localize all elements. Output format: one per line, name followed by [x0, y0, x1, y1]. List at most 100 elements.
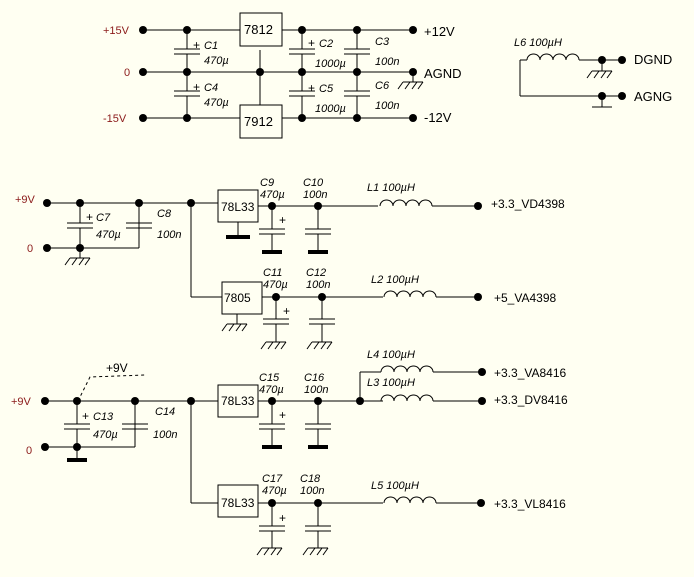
bottom-regulator-section: +9V 0 +9V + C13 470µ C14 100n 78L33 C15 …: [11, 349, 568, 556]
c4-value: 470µ: [204, 97, 229, 109]
svg-text:+: +: [193, 80, 200, 94]
c4-name: C4: [204, 82, 218, 94]
c9-name: C9: [260, 177, 274, 189]
c5-value: 1000µ: [315, 103, 346, 115]
reg-7912-label: 7912: [244, 114, 273, 129]
output-dv8416: +3.3_DV8416: [494, 393, 568, 407]
ground-icon: [221, 323, 248, 332]
svg-text:+: +: [82, 409, 89, 423]
l2-label: L2 100µH: [371, 274, 419, 286]
regulator-78l33-8416: [217, 384, 259, 418]
input-label-zero: 0: [124, 67, 130, 79]
c7-value: 470µ: [96, 229, 121, 241]
c3-name: C3: [375, 36, 390, 48]
l1-label: L1 100µH: [367, 182, 415, 194]
regulator-7812: [239, 12, 283, 47]
c9-value: 470µ: [260, 189, 285, 201]
svg-text:+: +: [308, 81, 315, 95]
ground-icon: [302, 547, 329, 556]
c15-value: 470µ: [259, 384, 284, 396]
inductor-l5: [383, 496, 437, 504]
l3-label: L3 100µH: [367, 377, 415, 389]
c8-value: 100n: [157, 229, 181, 241]
svg-text:+: +: [279, 511, 286, 525]
c6-name: C6: [375, 80, 390, 92]
svg-text:+: +: [308, 36, 315, 50]
c11-value: 470µ: [263, 279, 288, 291]
ground-icon: [306, 341, 333, 350]
c2-name: C2: [319, 38, 333, 50]
reg-78l33-label: 78L33: [221, 200, 255, 214]
svg-text:+: +: [279, 213, 286, 227]
inductor-l3: [380, 394, 434, 402]
input-label-zero: 0: [27, 243, 33, 255]
input-label-9v: +9V: [15, 194, 36, 206]
c17-name: C17: [262, 473, 283, 485]
regulator-78l33-vl8416: [217, 484, 259, 518]
c14-value: 100n: [153, 429, 177, 441]
c7-name: C7: [96, 212, 111, 224]
c5-name: C5: [319, 83, 334, 95]
c14-name: C14: [155, 406, 175, 418]
c3-value: 100n: [375, 56, 399, 68]
c16-name: C16: [304, 372, 325, 384]
output-vl8416: +3.3_VL8416: [494, 497, 566, 511]
reg-7812-label: 7812: [244, 22, 273, 37]
c1-value: 470µ: [204, 55, 229, 67]
l6-label: L6 100µH: [514, 37, 562, 49]
middle-regulator-section: +9V 0 + C7 470µ C8 100n 78L33 C9 470µ + …: [15, 177, 565, 350]
ground-icon: [397, 81, 424, 90]
output-pos12: +12V: [424, 24, 455, 39]
inductor-l4: [380, 365, 434, 373]
inductor-l2: [383, 290, 437, 298]
c11-name: C11: [263, 267, 282, 279]
output-va4398: +5_VA4398: [494, 291, 556, 305]
ground-icon: [586, 70, 613, 79]
regulator-7805: [221, 281, 263, 315]
l4-label: L4 100µH: [367, 349, 415, 361]
regulator-7912: [239, 104, 283, 139]
inductor-l6: [526, 53, 580, 61]
svg-text:+: +: [279, 408, 286, 422]
c2-value: 1000µ: [315, 58, 346, 70]
c12-value: 100n: [306, 279, 330, 291]
output-agng: AGNG: [634, 89, 672, 104]
c15-name: C15: [259, 372, 280, 384]
c17-value: 470µ: [262, 485, 287, 497]
c10-value: 100n: [303, 189, 327, 201]
reg-7805-label: 7805: [224, 291, 251, 305]
inductor-l1: [379, 199, 433, 207]
c12-name: C12: [306, 267, 326, 279]
output-agnd: AGND: [424, 66, 462, 81]
c18-value: 100n: [300, 485, 324, 497]
ground-icon: [64, 257, 91, 266]
input-label-zero: 0: [26, 445, 32, 457]
output-vd4398: +3.3_VD4398: [491, 197, 565, 211]
input-label-pos15: +15V: [103, 25, 130, 37]
input-label-9v: +9V: [11, 396, 32, 408]
output-neg12: -12V: [424, 110, 452, 125]
ground-link-section: L6 100µH DGND AGNG: [514, 37, 672, 108]
l5-label: L5 100µH: [371, 480, 419, 492]
svg-text:+: +: [193, 38, 200, 52]
net-label-leader: [77, 374, 146, 402]
c13-name: C13: [93, 411, 114, 423]
output-va8416: +3.3_VA8416: [494, 366, 567, 380]
svg-text:+: +: [283, 304, 290, 318]
net-label-9v: +9V: [106, 361, 128, 375]
output-dgnd: DGND: [634, 52, 672, 67]
reg-78l33-label: 78L33: [221, 496, 255, 510]
c18-name: C18: [300, 473, 321, 485]
c10-name: C10: [303, 177, 324, 189]
c13-value: 470µ: [93, 429, 118, 441]
ground-icon: [260, 341, 287, 350]
svg-text:+: +: [86, 210, 93, 224]
input-label-neg15: -15V: [103, 113, 127, 125]
c8-name: C8: [157, 208, 172, 220]
reg-78l33-label: 78L33: [221, 394, 255, 408]
top-regulator-section: +15V 0 -15V 7812 7912 + C1 470µ + C4 470…: [103, 12, 462, 139]
c6-value: 100n: [375, 100, 399, 112]
ground-icon: [256, 547, 283, 556]
c16-value: 100n: [304, 384, 328, 396]
